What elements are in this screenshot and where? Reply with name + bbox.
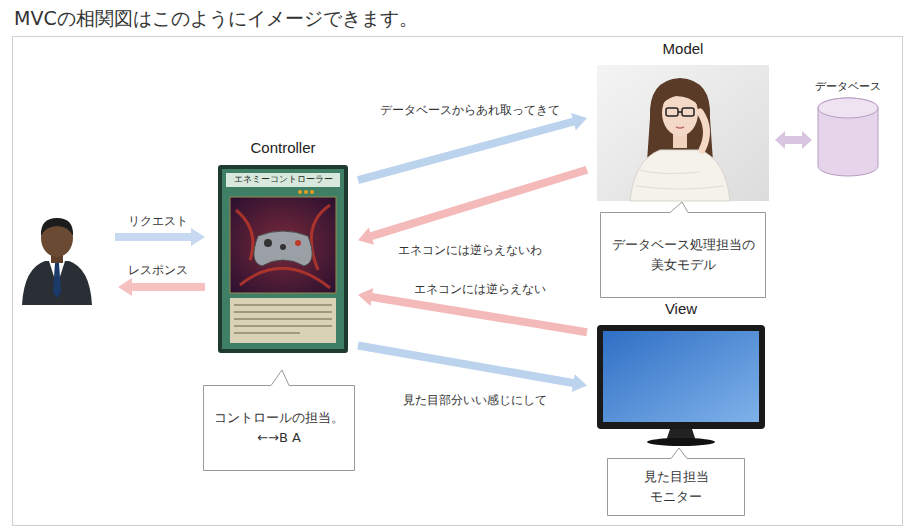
user-icon bbox=[22, 218, 92, 305]
edge-label: 見た目部分いい感じにして bbox=[401, 392, 549, 408]
edge-label: データベースからあれ取ってきて bbox=[378, 102, 562, 118]
callout-text-stack: データベース処理担当の 美女モデル bbox=[608, 235, 758, 275]
callout-outline bbox=[203, 385, 355, 471]
node-heading: View bbox=[557, 300, 805, 318]
callout-outline bbox=[607, 458, 745, 516]
frame bbox=[13, 37, 903, 526]
callout-box: データベース処理担当の 美女モデル bbox=[600, 212, 766, 298]
callout-outline bbox=[600, 212, 766, 298]
edge-label: エネコンには逆らえないわ bbox=[396, 242, 544, 258]
node-heading: Model bbox=[557, 40, 809, 58]
card-art bbox=[218, 165, 348, 353]
model-photo-art bbox=[597, 65, 769, 201]
callout-box: 見た目担当 モニター bbox=[607, 458, 745, 516]
view-monitor: View bbox=[597, 325, 765, 446]
block-arrow bbox=[357, 342, 587, 393]
controller-card: Controllerエネミーコントローラー bbox=[218, 165, 348, 353]
callout-box: コントロールの担当。 ←→B A bbox=[203, 385, 355, 471]
callout-text: コントロールの担当。 ←→B A bbox=[211, 408, 347, 448]
arrow-label: レスポンス bbox=[128, 262, 188, 278]
callout-outline-path bbox=[204, 370, 355, 471]
callout-text: データベース処理担当の 美女モデル bbox=[608, 235, 758, 275]
node-heading: データベース bbox=[778, 78, 916, 96]
block-arrow bbox=[358, 166, 588, 245]
database-art bbox=[818, 98, 878, 176]
model-photo: Model bbox=[597, 65, 769, 201]
node-heading: Controller bbox=[178, 139, 388, 157]
database-cylinder: データベース bbox=[818, 98, 878, 176]
request-arrow bbox=[115, 228, 205, 246]
edge-label: エネコンには逆らえない bbox=[412, 281, 548, 297]
card-title: エネミーコントローラー bbox=[224, 173, 342, 185]
callout-text: 見た目担当 モニター bbox=[623, 467, 729, 507]
callout-text-stack: 見た目担当 モニター bbox=[623, 467, 729, 507]
arrow-label: リクエスト bbox=[128, 213, 188, 229]
monitor-art bbox=[597, 325, 765, 446]
response-arrow bbox=[118, 278, 205, 296]
callout-outline-path bbox=[608, 448, 745, 516]
block-arrow bbox=[357, 113, 587, 184]
callout-text-stack: コントロールの担当。 ←→B A bbox=[211, 408, 347, 448]
callout-outline-path bbox=[601, 202, 766, 298]
page-title: MVCの相関図はこのようにイメージできます。 bbox=[14, 6, 418, 30]
block-arrow bbox=[775, 131, 812, 149]
